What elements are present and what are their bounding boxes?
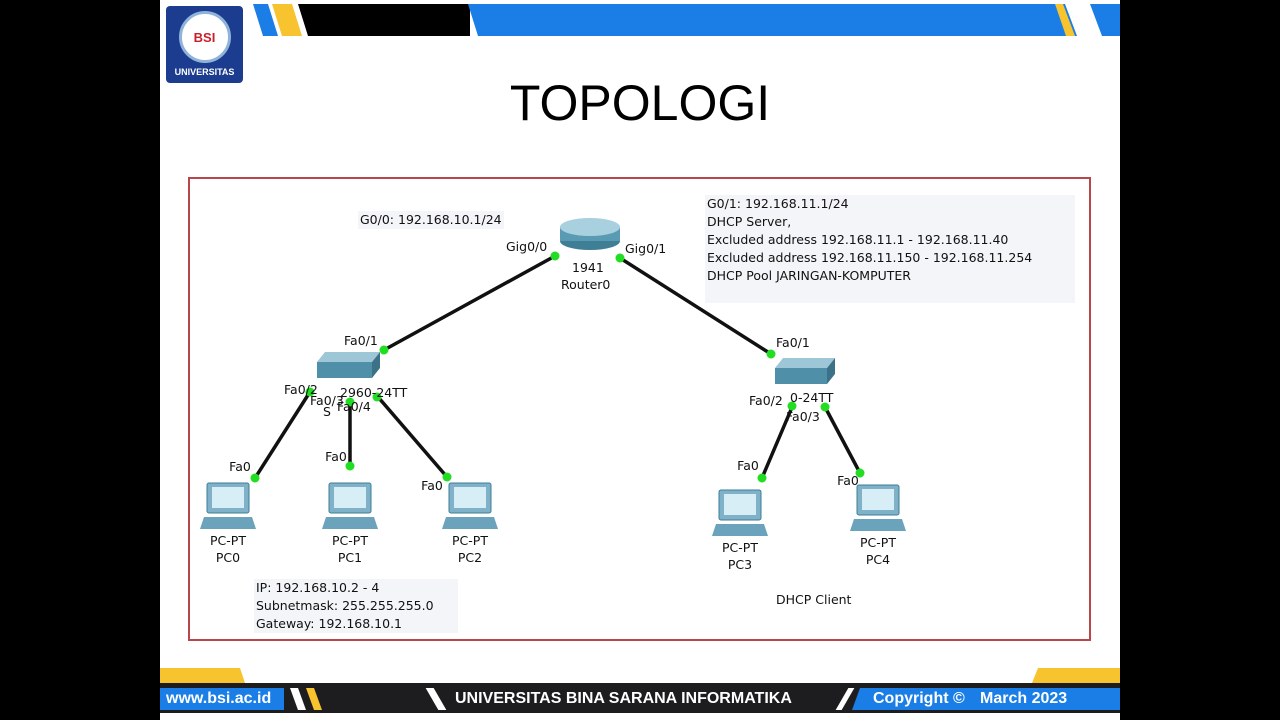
link-status-dots xyxy=(250,251,865,483)
switch-model: 0-24TT xyxy=(790,390,834,405)
port-label: Gig0/0 xyxy=(506,239,547,254)
footer-stripe xyxy=(305,688,323,710)
note-line: DHCP Server, xyxy=(707,214,792,229)
port-label: Fa0 xyxy=(229,459,251,474)
pc-icon-2[interactable] xyxy=(442,482,498,529)
port-label: Fa0/3 xyxy=(786,409,820,424)
topology-frame xyxy=(188,177,1091,641)
link-router-switch1 xyxy=(619,256,772,356)
footer: www.bsi.ac.id UNIVERSITAS BINA SARANA IN… xyxy=(160,683,1120,713)
link-switch0-pc2 xyxy=(376,395,449,479)
pc-type: PC-PT xyxy=(452,533,488,548)
port-label: Fa0 xyxy=(325,449,347,464)
footer-website[interactable]: www.bsi.ac.id xyxy=(160,688,284,710)
router-model: 1941 xyxy=(572,260,604,275)
port-label: Fa0/3 xyxy=(310,393,344,408)
note-line: IP: 192.168.10.2 - 4 xyxy=(256,580,380,595)
footer-university: UNIVERSITAS BINA SARANA INFORMATIKA xyxy=(455,690,792,707)
logo-text: UNIVERSITAS xyxy=(174,67,235,77)
pc-type: PC-PT xyxy=(860,535,896,550)
page-title: TOPOLOGI xyxy=(509,75,771,131)
note-line: Excluded address 192.168.11.1 - 192.168.… xyxy=(707,232,1009,247)
port-label: Fa0 xyxy=(837,473,859,488)
dhcp-client-note: DHCP Client xyxy=(774,591,854,609)
footer-stripe xyxy=(425,688,447,710)
router-g00-note: G0/0: 192.168.10.1/24 xyxy=(358,211,504,229)
switch-model: 2960-24TT xyxy=(340,385,408,400)
pc-icon-1[interactable] xyxy=(322,482,378,529)
note-line: G0/1: 192.168.11.1/24 xyxy=(707,196,849,211)
port-label: Fa0/1 xyxy=(776,335,810,350)
pc-name: PC4 xyxy=(866,552,890,567)
link-switch0-pc0 xyxy=(253,394,310,479)
switch-name: S xyxy=(323,404,331,419)
switch-icon[interactable] xyxy=(775,358,835,384)
link-switch1-pc3 xyxy=(760,404,795,479)
footer-date: March 2023 xyxy=(980,690,1068,707)
header-stripes xyxy=(160,4,1120,683)
pc-type: PC-PT xyxy=(722,540,758,555)
note-line: DHCP Pool JARINGAN-KOMPUTER xyxy=(707,268,911,283)
router-icon[interactable] xyxy=(560,218,620,250)
switch-icon[interactable] xyxy=(317,352,380,378)
slide: BSI UNIVERSITAS TOPOLOGI xyxy=(160,0,1120,720)
link-switch1-pc4 xyxy=(823,406,862,474)
port-label: Gig0/1 xyxy=(625,241,666,256)
footer-stripe xyxy=(289,688,307,710)
port-label: Fa0 xyxy=(737,458,759,473)
port-label: Fa0/1 xyxy=(344,333,378,348)
footer-copyright: Copyright © xyxy=(873,690,965,707)
pc-name: PC3 xyxy=(728,557,752,572)
router-g01-note: G0/1: 192.168.11.1/24 DHCP Server, Exclu… xyxy=(705,195,1075,303)
port-label: Fa0 xyxy=(421,478,443,493)
note-line: Excluded address 192.168.11.150 - 192.16… xyxy=(707,250,1033,265)
university-logo: BSI UNIVERSITAS xyxy=(166,6,243,83)
pc-name: PC0 xyxy=(216,550,240,565)
logo-seal: BSI xyxy=(178,11,231,63)
note-line: Gateway: 192.168.10.1 xyxy=(256,616,402,631)
router-name: Router0 xyxy=(561,277,610,292)
port-label: Fa0/2 xyxy=(749,393,783,408)
static-ip-note: IP: 192.168.10.2 - 4 Subnetmask: 255.255… xyxy=(254,579,458,633)
link-router-switch0 xyxy=(383,254,556,352)
pc-icon-0[interactable] xyxy=(200,482,256,529)
topology-diagram: PC-PT PC0 Fa0 PC-PT PC1 Fa0 PC-PT PC2 Fa0 PC-P… xyxy=(200,218,906,572)
port-label: Fa0/4 xyxy=(337,399,371,414)
port-label: Fa0/2 xyxy=(284,382,318,397)
pc-name: PC1 xyxy=(338,550,362,565)
footer-stripe xyxy=(835,688,855,710)
pc-icon-3[interactable] xyxy=(712,489,768,536)
pc-type: PC-PT xyxy=(210,533,246,548)
note-line: Subnetmask: 255.255.255.0 xyxy=(256,598,434,613)
pc-icon-4[interactable] xyxy=(850,484,906,531)
pc-name: PC2 xyxy=(458,550,482,565)
pc-type: PC-PT xyxy=(332,533,368,548)
